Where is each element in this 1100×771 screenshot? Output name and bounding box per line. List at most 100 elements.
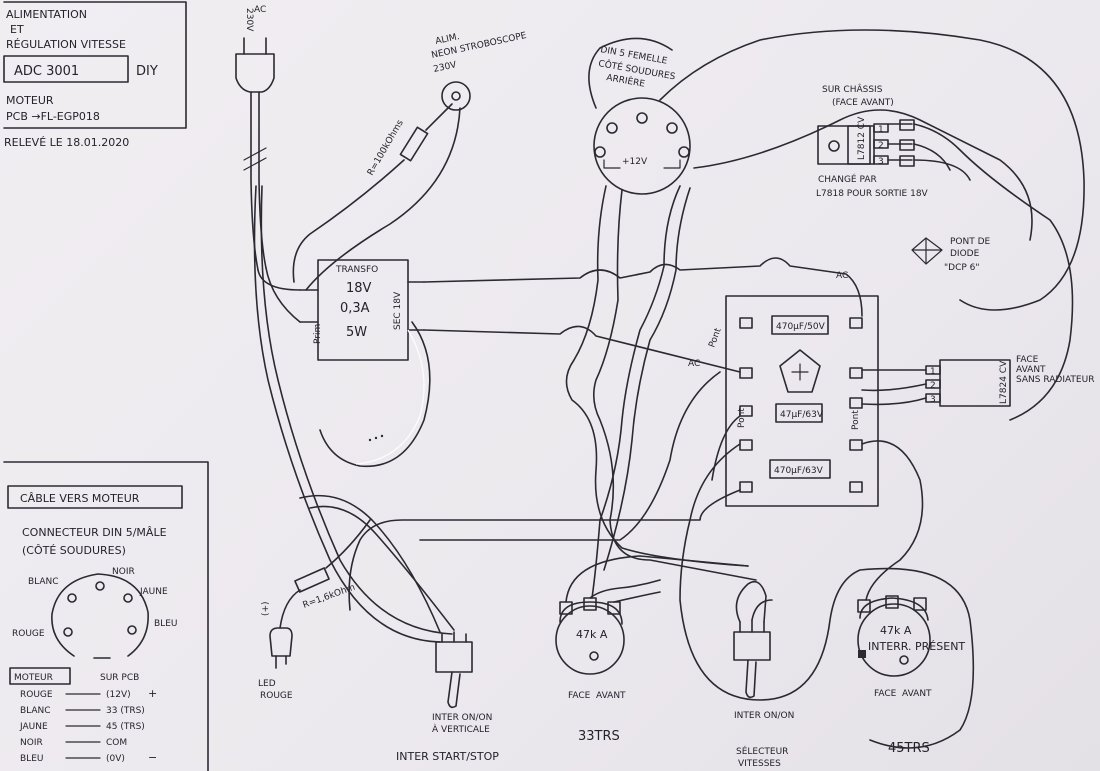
selector-caption2: VITESSES bbox=[738, 759, 781, 769]
mains-voltage: 230V bbox=[244, 8, 254, 32]
bridge-note-line3: "DCP 6" bbox=[944, 263, 980, 273]
pot33-caption: 33TRS bbox=[578, 729, 620, 744]
table-head-motor: MOTEUR bbox=[14, 673, 53, 683]
motor-cable-title: CÂBLE VERS MOTEUR bbox=[20, 492, 140, 505]
front-chip-label: L7824 CV bbox=[999, 360, 1009, 404]
pin-blanc: BLANC bbox=[28, 577, 59, 587]
regulator-pin1: 1 bbox=[878, 125, 884, 135]
front-chip-line1: FACE bbox=[1016, 355, 1039, 365]
pot33-label1: FACE bbox=[568, 691, 591, 701]
neon-line1: ALIM. bbox=[435, 32, 461, 47]
switch-start-caption: INTER START/STOP bbox=[396, 750, 499, 763]
title-motor-line1: MOTEUR bbox=[6, 94, 54, 107]
selector-line1: INTER ON/ON bbox=[734, 711, 794, 721]
din-rear-connector: DIN 5 FEMELLE CÔTÉ SOUDURES ARRIÈRE +12V bbox=[593, 45, 691, 195]
pot33-value: 47k A bbox=[576, 628, 608, 641]
pcb-label-pont2: Pont bbox=[737, 408, 747, 428]
transfo-secondary: SEC 18V bbox=[393, 291, 403, 330]
front-chip-line2: AVANT bbox=[1016, 365, 1046, 375]
ac-label-1: AC bbox=[688, 359, 700, 369]
title-line3: RÉGULATION VITESSE bbox=[6, 38, 126, 51]
row-color-2: JAUNE bbox=[19, 722, 48, 732]
row-color-4: BLEU bbox=[20, 754, 43, 764]
pot33-label2: AVANT bbox=[596, 691, 626, 701]
bridge-note-line2: DIODE bbox=[950, 249, 980, 259]
regulator-pin3: 3 bbox=[878, 157, 884, 167]
switch-start-line2: À VERTICALE bbox=[432, 723, 490, 735]
row-dest-0: (12V) bbox=[106, 690, 131, 700]
row-dest-2: 45 (TRS) bbox=[106, 722, 145, 732]
neon-lamp: ALIM. NEON STROBOSCOPE 230V bbox=[431, 31, 528, 111]
pin-bleu: BLEU bbox=[154, 619, 177, 629]
led-side: (+) bbox=[261, 601, 271, 616]
speed-selector-switch: INTER ON/ON SÉLECTEUR VITESSES bbox=[733, 619, 794, 769]
pot-45: 47k A INTERR. PRÉSENT FACE AVANT 45TRS bbox=[857, 595, 965, 756]
regulator-cap1: CHANGÉ PAR bbox=[818, 173, 877, 185]
transfo-current: 0,3A bbox=[340, 301, 370, 316]
pot45-label1: FACE bbox=[874, 689, 897, 699]
bridge-note: PONT DE DIODE "DCP 6" bbox=[911, 237, 991, 273]
table-head-pcb: SUR PCB bbox=[100, 673, 139, 683]
wiring bbox=[253, 29, 1085, 749]
led-label2: ROUGE bbox=[260, 691, 293, 701]
pcb-cap1: 470μF/50V bbox=[776, 322, 826, 332]
selector-caption1: SÉLECTEUR bbox=[736, 745, 788, 757]
row-dest-1: 33 (TRS) bbox=[106, 706, 145, 716]
front-chip-pin1: 1 bbox=[930, 367, 936, 377]
transformer: TRANSFO 18V 0,3A 5W Prim SEC 18V bbox=[299, 259, 425, 361]
transfo-power: 5W bbox=[346, 325, 367, 340]
title-motor-line2: PCB →FL-EGP018 bbox=[6, 110, 100, 123]
pin-noir: NOIR bbox=[112, 567, 135, 577]
ac-label-2: AC bbox=[836, 271, 848, 281]
regulator-chassis: SUR CHÂSSIS (FACE AVANT) L7812 CV 1 2 3 … bbox=[816, 83, 929, 199]
pin-jaune: JAUNE bbox=[139, 587, 168, 597]
motor-cable-side: (CÔTÉ SOUDURES) bbox=[22, 544, 126, 557]
pot45-label2: AVANT bbox=[902, 689, 932, 699]
row-color-3: NOIR bbox=[20, 738, 43, 748]
row-color-0: ROUGE bbox=[20, 690, 53, 700]
pcb-cap2: 47μF/63V bbox=[780, 410, 824, 420]
switch-start-line1: INTER ON/ON bbox=[432, 713, 492, 723]
ellipsis-dots bbox=[368, 434, 384, 442]
front-regulator: L7824 CV 1 2 3 FACE AVANT SANS RADIATEUR bbox=[925, 355, 1094, 407]
row-color-1: BLANC bbox=[20, 706, 51, 716]
pot-33: 47k A FACE AVANT 33TRS bbox=[555, 597, 626, 744]
mains-ac: AC bbox=[254, 5, 266, 15]
regulator-line2: (FACE AVANT) bbox=[832, 98, 894, 108]
row-dest-4: (0V) bbox=[106, 754, 125, 764]
pcb-label-pont1: Pont bbox=[707, 327, 723, 350]
pot45-inner: INTERR. PRÉSENT bbox=[868, 640, 965, 653]
title-block: ALIMENTATION ET RÉGULATION VITESSE ADC 3… bbox=[3, 1, 187, 149]
row-sign-0: + bbox=[148, 687, 157, 700]
front-chip-pin2: 2 bbox=[930, 381, 936, 391]
neon-line3: 230V bbox=[433, 60, 459, 75]
transfo-voltage: 18V bbox=[346, 281, 372, 296]
led-label1: LED bbox=[258, 679, 276, 689]
start-stop-switch: INTER ON/ON À VERTICALE INTER START/STOP bbox=[396, 631, 499, 763]
neon-resistor-label: R=100kOhms bbox=[366, 118, 406, 177]
regulator-cap2: L7818 POUR SORTIE 18V bbox=[816, 189, 929, 199]
pcb-label-pont3: Pont bbox=[851, 410, 861, 430]
title-diy: DIY bbox=[136, 64, 158, 79]
row-dest-3: COM bbox=[106, 738, 127, 748]
regulator-line1: SUR CHÂSSIS bbox=[822, 83, 883, 95]
bridge-note-line1: PONT DE bbox=[950, 237, 991, 247]
motor-cable-box: CÂBLE VERS MOTEUR CONNECTEUR DIN 5/MÂLE … bbox=[3, 461, 209, 771]
front-chip-line3: SANS RADIATEUR bbox=[1016, 375, 1094, 385]
transfo-primary: Prim bbox=[313, 324, 323, 344]
title-date: RELEVÉ LE 18.01.2020 bbox=[4, 136, 129, 149]
transfo-name: TRANSFO bbox=[335, 265, 378, 275]
pin-rouge: ROUGE bbox=[12, 629, 45, 639]
pot45-value: 47k A bbox=[880, 624, 912, 637]
led-indicator: (+) LED ROUGE R=1,6kOhm bbox=[258, 567, 357, 701]
title-line1: ALIMENTATION bbox=[6, 8, 87, 21]
motor-cable-connector: CONNECTEUR DIN 5/MÂLE bbox=[22, 526, 167, 539]
title-line2: ET bbox=[10, 23, 24, 36]
pcb-cap3: 470μF/63V bbox=[774, 466, 824, 476]
regulator-pin2: 2 bbox=[878, 141, 884, 151]
pcb-board: 470μF/50V 47μF/63V 470μF/63V Pont Pont P… bbox=[688, 271, 879, 507]
title-model: ADC 3001 bbox=[14, 64, 79, 79]
din-rear-label: +12V bbox=[622, 157, 648, 167]
